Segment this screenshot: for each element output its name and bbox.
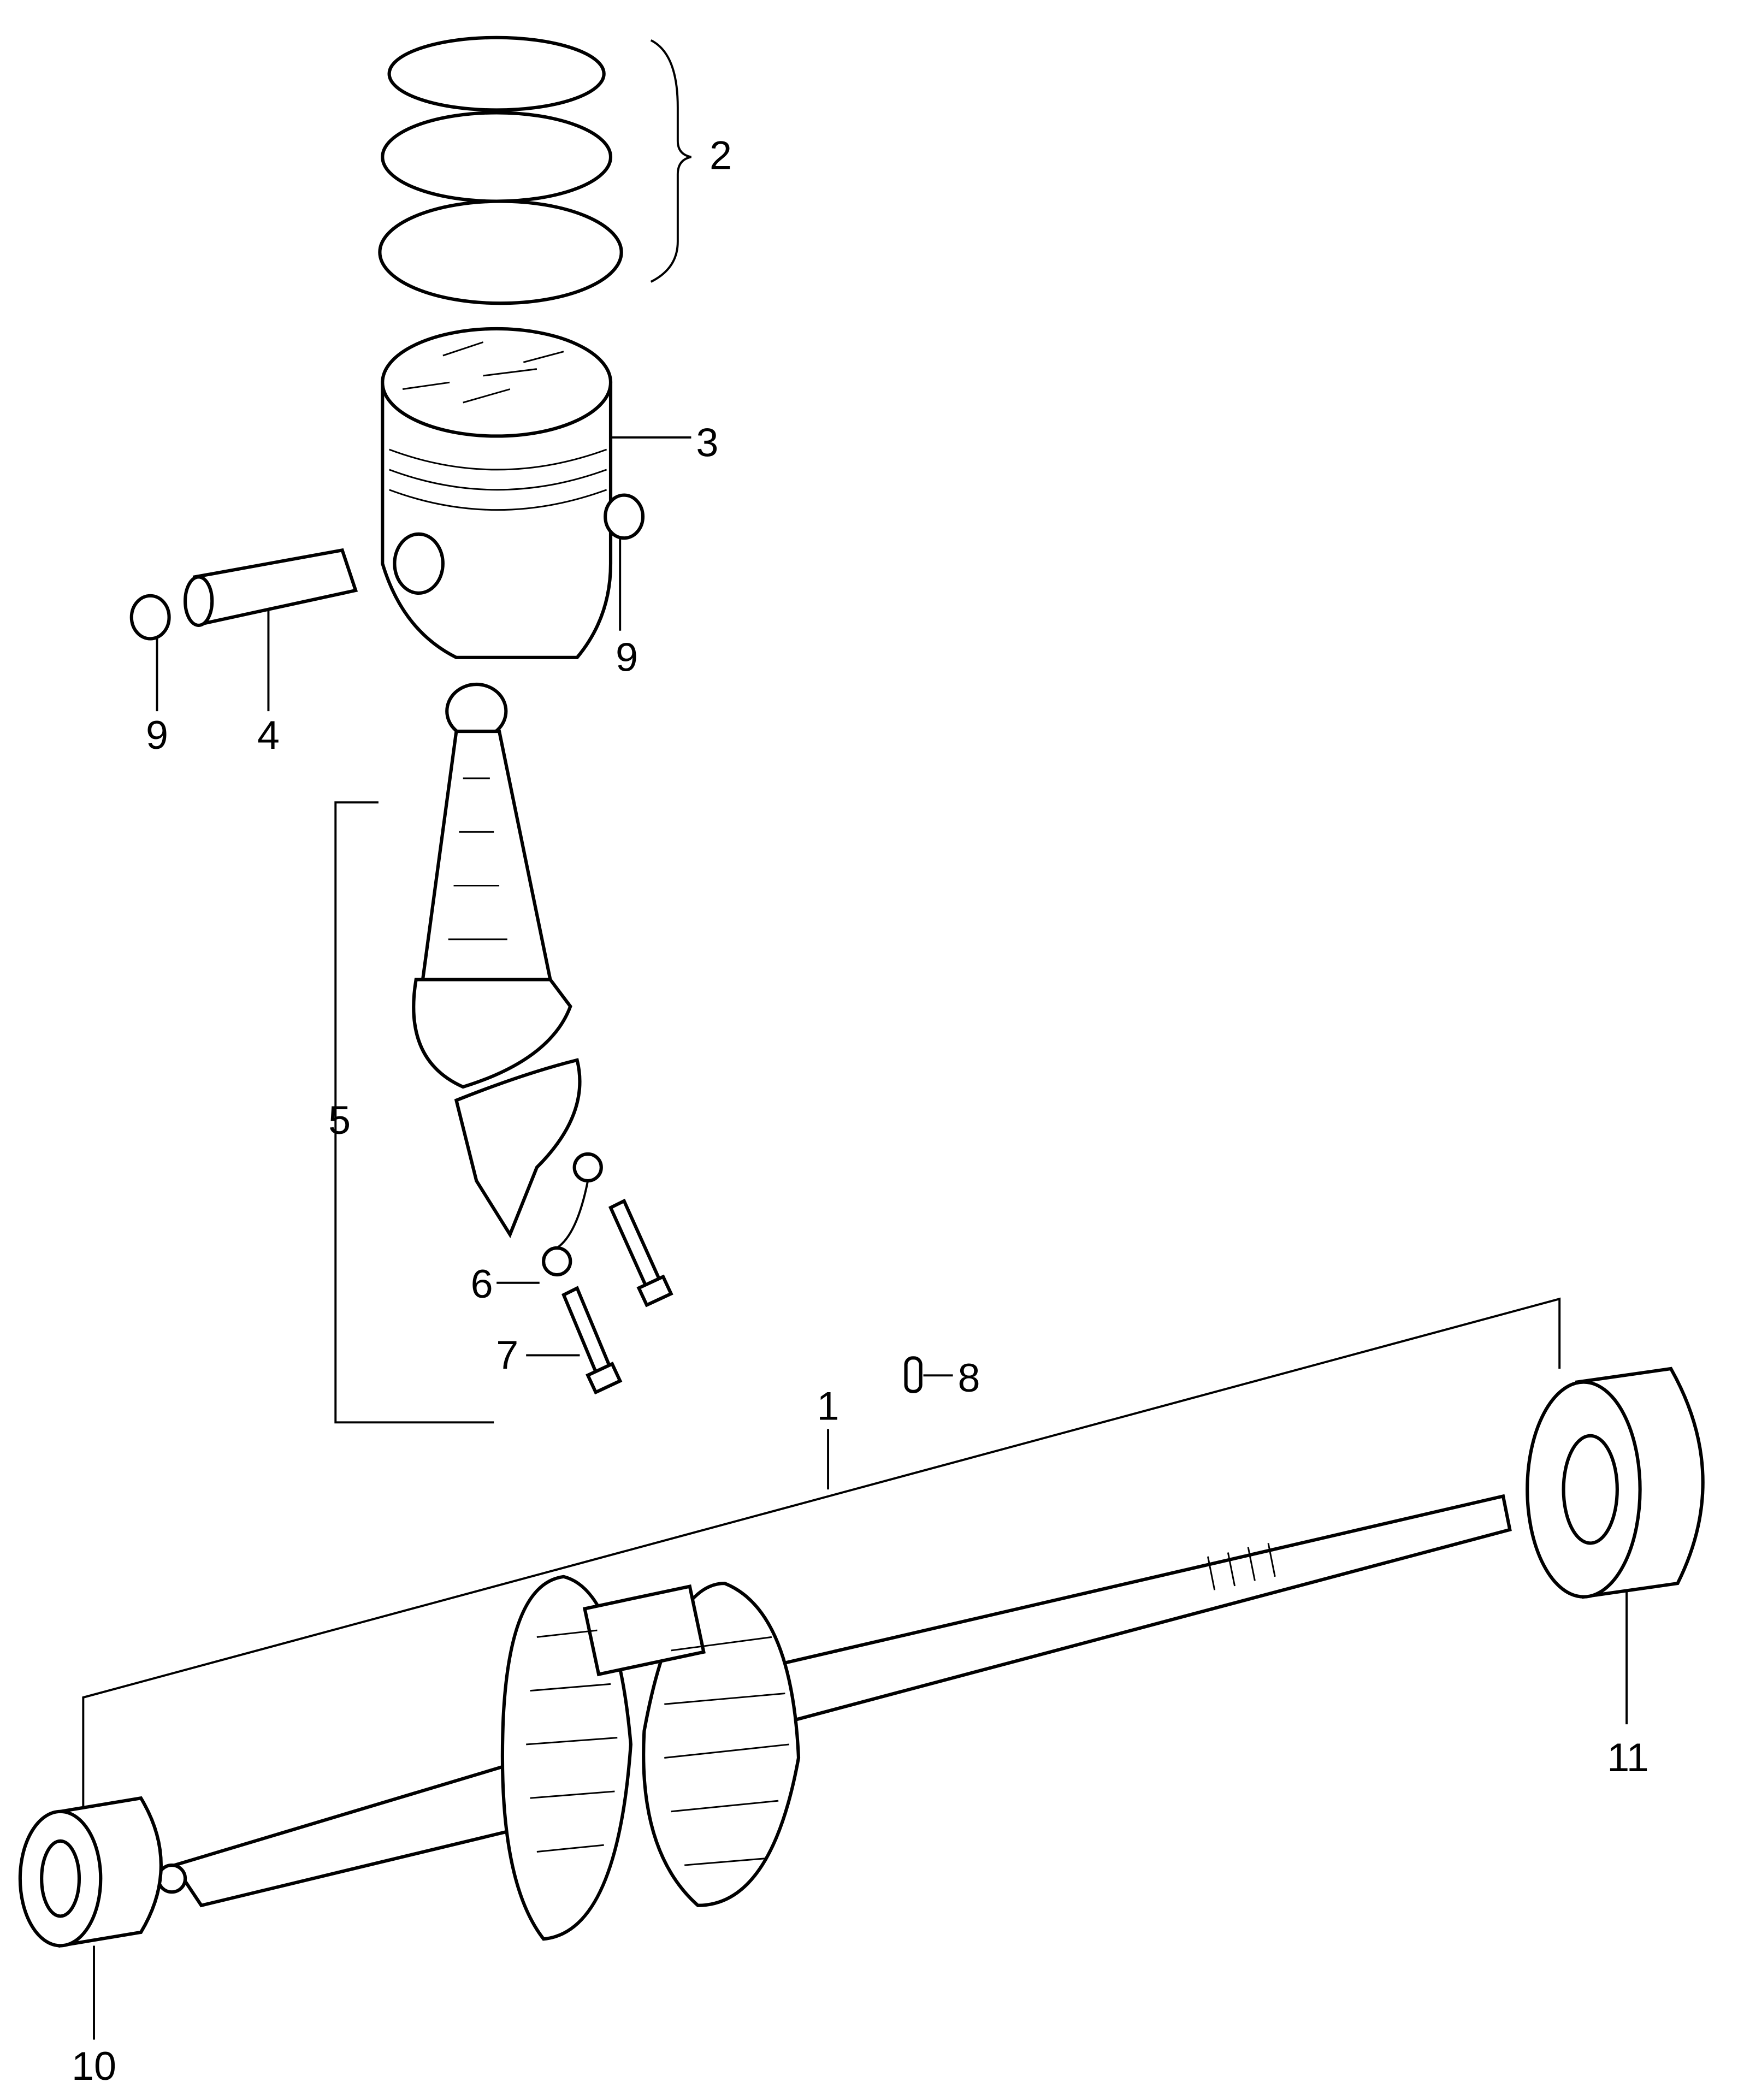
callout-9-right: 9 — [616, 634, 638, 679]
callout-11: 11 — [1607, 1735, 1649, 1780]
bearing-left — [18, 1796, 163, 1948]
ring-bracket — [650, 39, 691, 283]
callout-10: 10 — [72, 2043, 116, 2089]
lock-washer — [542, 1152, 603, 1277]
callout-6: 6 — [471, 1261, 493, 1306]
callout-1: 1 — [817, 1383, 840, 1428]
callout-9-left: 9 — [146, 712, 168, 758]
callout-7: 7 — [496, 1332, 518, 1377]
conrod-bracket — [334, 801, 494, 1424]
clip-right — [604, 493, 645, 540]
crankshaft — [156, 1494, 1512, 1941]
piston-pin — [184, 548, 358, 627]
rod-bolts — [561, 1198, 673, 1395]
clip-left — [129, 594, 171, 641]
dowel-pin — [904, 1356, 923, 1393]
piston-rings — [378, 36, 623, 305]
callout-4: 4 — [257, 712, 280, 758]
bearing-right — [1526, 1367, 1705, 1599]
callout-5: 5 — [328, 1097, 351, 1143]
callout-2: 2 — [710, 133, 732, 178]
piston — [381, 327, 613, 659]
connecting-rod — [412, 682, 582, 1239]
callout-3: 3 — [696, 419, 718, 465]
callout-8: 8 — [958, 1355, 980, 1400]
